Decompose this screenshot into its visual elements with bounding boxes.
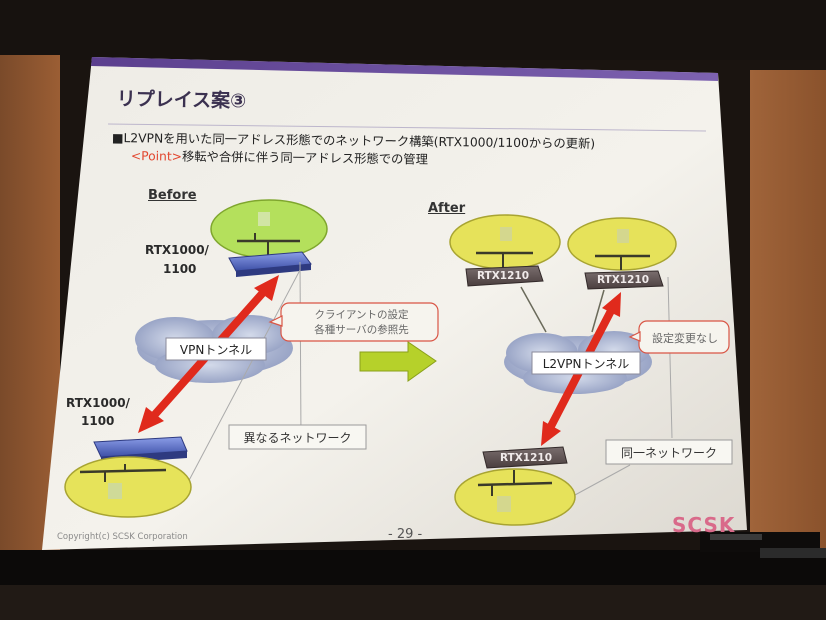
after-router-right-shape (584, 270, 664, 290)
point-text: 移転や合併に伴う同一アドレス形態での管理 (181, 149, 429, 167)
different-network-label: 異なるネットワーク (243, 431, 352, 445)
before-router-bottom-label-2: 1100 (81, 414, 115, 428)
pc-icon (500, 227, 512, 241)
before-callout-line-1: クライアントの設定 (314, 309, 409, 321)
after-router-bottom-label: RTX1210 (499, 452, 553, 464)
same-network-box (605, 439, 733, 465)
before-router-top-label-2: 1100 (163, 262, 197, 276)
after-router-left-shape (465, 265, 544, 287)
title-divider (107, 123, 707, 132)
l2vpn-tunnel-label: L2VPNトンネル (542, 357, 630, 371)
point-tag: <Point> (130, 148, 183, 164)
before-ref-line (299, 261, 302, 441)
point-line: <Point>移転や合併に伴う同一アドレス形態での管理 (131, 146, 428, 168)
l2vpn-tunnel-label-box (531, 351, 641, 375)
ceiling (0, 0, 826, 60)
vpn-tunnel-label-box (165, 337, 267, 361)
before-lan-bottom-bus (79, 468, 167, 474)
scsk-logo: SCSK (672, 513, 736, 537)
pc-icon (108, 483, 122, 499)
right-wall (750, 70, 826, 550)
after-ref-line (667, 276, 673, 439)
after-heading: After (428, 201, 466, 216)
after-router-bottom-shape (482, 446, 568, 469)
after-lan-left (449, 214, 561, 270)
equipment (710, 534, 762, 540)
after-router-right-label: RTX1210 (596, 274, 650, 286)
before-router-top-label-1: RTX1000/ (145, 243, 209, 257)
different-network-box (228, 424, 367, 450)
before-callout-bubble (268, 302, 439, 342)
after-callout-text: 設定変更なし (652, 332, 718, 345)
transition-arrow (359, 341, 437, 382)
pc-icon (258, 212, 270, 226)
before-callout-line-2: 各種サーバの参照先 (314, 324, 409, 336)
before-heading: Before (148, 188, 197, 203)
before-lan-bottom (64, 456, 192, 518)
pc-icon (617, 229, 629, 243)
same-network-label: 同一ネットワーク (620, 446, 717, 460)
stage-edge (0, 585, 826, 620)
after-callout-bubble (628, 320, 730, 354)
pc-icon (497, 496, 511, 512)
page-number: - 29 - (388, 527, 423, 542)
before-router-top (228, 251, 312, 277)
slide-title-bar (91, 57, 718, 81)
before-router-bottom-label-1: RTX1000/ (66, 396, 130, 410)
slide-title: リプレイス案③ (116, 87, 247, 113)
footer-copyright: Copyright(c) SCSK Corporation (57, 532, 188, 542)
vpn-tunnel-label: VPNトンネル (179, 343, 253, 357)
after-router-left-label: RTX1210 (476, 270, 530, 282)
